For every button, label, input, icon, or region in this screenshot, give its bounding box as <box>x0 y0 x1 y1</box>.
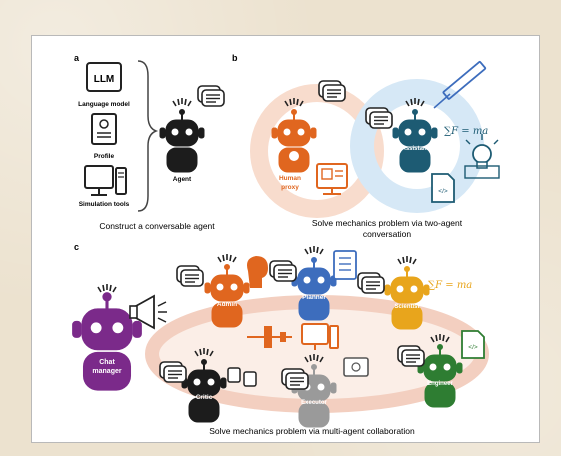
scientist-spark-icon <box>397 255 417 265</box>
chat-manager-label-2: manager <box>92 368 121 375</box>
admin-label: Admin <box>217 301 237 308</box>
figure-panel: a LLM Language model Profile Simulation … <box>31 35 540 443</box>
planner-chat-bubble-icon <box>269 260 297 282</box>
assistant-robot-icon <box>392 108 438 173</box>
simulation-tools-icon <box>84 165 127 196</box>
computer-icon <box>301 323 339 350</box>
human-head-icon <box>247 256 268 288</box>
profile-icon <box>91 113 117 145</box>
planner-label: Planner <box>302 294 326 301</box>
human-proxy-chat-bubble-icon <box>318 80 346 102</box>
panel-a-letter: a <box>74 53 80 63</box>
pencil-icon <box>442 61 487 100</box>
agent-label: Agent <box>173 176 192 183</box>
scientist-label: Scientist <box>394 304 419 310</box>
code-document-icon: </> <box>431 173 455 203</box>
simulation-tools-label: Simulation tools <box>79 201 130 208</box>
agent-robot-icon <box>159 108 205 173</box>
panel-b-caption-1: Solve mechanics problem via two-agent <box>312 218 463 228</box>
language-model-icon: LLM <box>86 62 122 92</box>
chat-manager-spark-icon <box>97 283 117 293</box>
human-proxy-badge-icon <box>289 151 299 161</box>
chat-manager-label-1: Chat <box>99 359 115 366</box>
executor-chat-bubble-icon <box>281 368 309 390</box>
admin-chat-bubble-icon <box>176 265 204 287</box>
thumbs-icon <box>227 367 257 387</box>
human-proxy-label-1: Human <box>279 175 301 182</box>
planner-spark-icon <box>304 245 324 255</box>
panel-b-formula: ∑F = ma <box>444 126 488 137</box>
arrow-icon <box>433 93 451 109</box>
panel-b-letter: b <box>232 53 238 63</box>
panel-c-letter: c <box>74 242 79 252</box>
brace <box>137 60 159 212</box>
llm-icon-text: LLM <box>94 74 115 85</box>
profile-label: Profile <box>94 153 115 160</box>
panel-b-ring-blue <box>350 79 484 213</box>
engineer-label: Engineer <box>427 381 453 387</box>
critic-chat-bubble-icon <box>159 361 187 383</box>
admin-robot-icon <box>204 263 250 328</box>
human-proxy-label-2: proxy <box>281 184 299 191</box>
figure-svg: a LLM Language model Profile Simulation … <box>71 53 500 436</box>
beam-simulation-icon <box>247 326 292 348</box>
executor-monitor-icon <box>343 357 369 377</box>
megaphone-icon <box>129 294 167 330</box>
panel-b-caption-2: conversation <box>363 229 411 239</box>
language-model-label: Language model <box>78 101 130 108</box>
agent-chat-bubble-icon <box>197 85 225 107</box>
assistant-label: Assistant <box>401 146 428 152</box>
scientist-robot-icon <box>384 265 430 330</box>
panel-b-ring-orange <box>250 84 384 218</box>
lightbulb-icon <box>464 134 500 179</box>
panel-a-caption: Construct a conversable agent <box>99 221 215 231</box>
svg-text:</>: </> <box>468 344 478 351</box>
engineer-code-document-icon: </> <box>461 330 485 359</box>
panel-c-formula: ∑F = ma <box>428 280 472 291</box>
scientist-chat-bubble-icon <box>357 272 385 294</box>
engineer-chat-bubble-icon <box>397 345 425 367</box>
simulation-monitor-icon <box>316 163 348 195</box>
panel-c-caption: Solve mechanics problem via multi-agent … <box>209 426 415 436</box>
critic-label: Critic <box>196 394 213 401</box>
assistant-chat-bubble-icon <box>365 107 393 129</box>
agent-spark-icon <box>172 97 192 107</box>
svg-text:</>: </> <box>438 188 448 195</box>
executor-label: Executor <box>301 400 327 406</box>
admin-spark-icon <box>217 253 237 263</box>
planner-robot-icon <box>291 256 337 321</box>
checklist-icon <box>333 250 357 280</box>
